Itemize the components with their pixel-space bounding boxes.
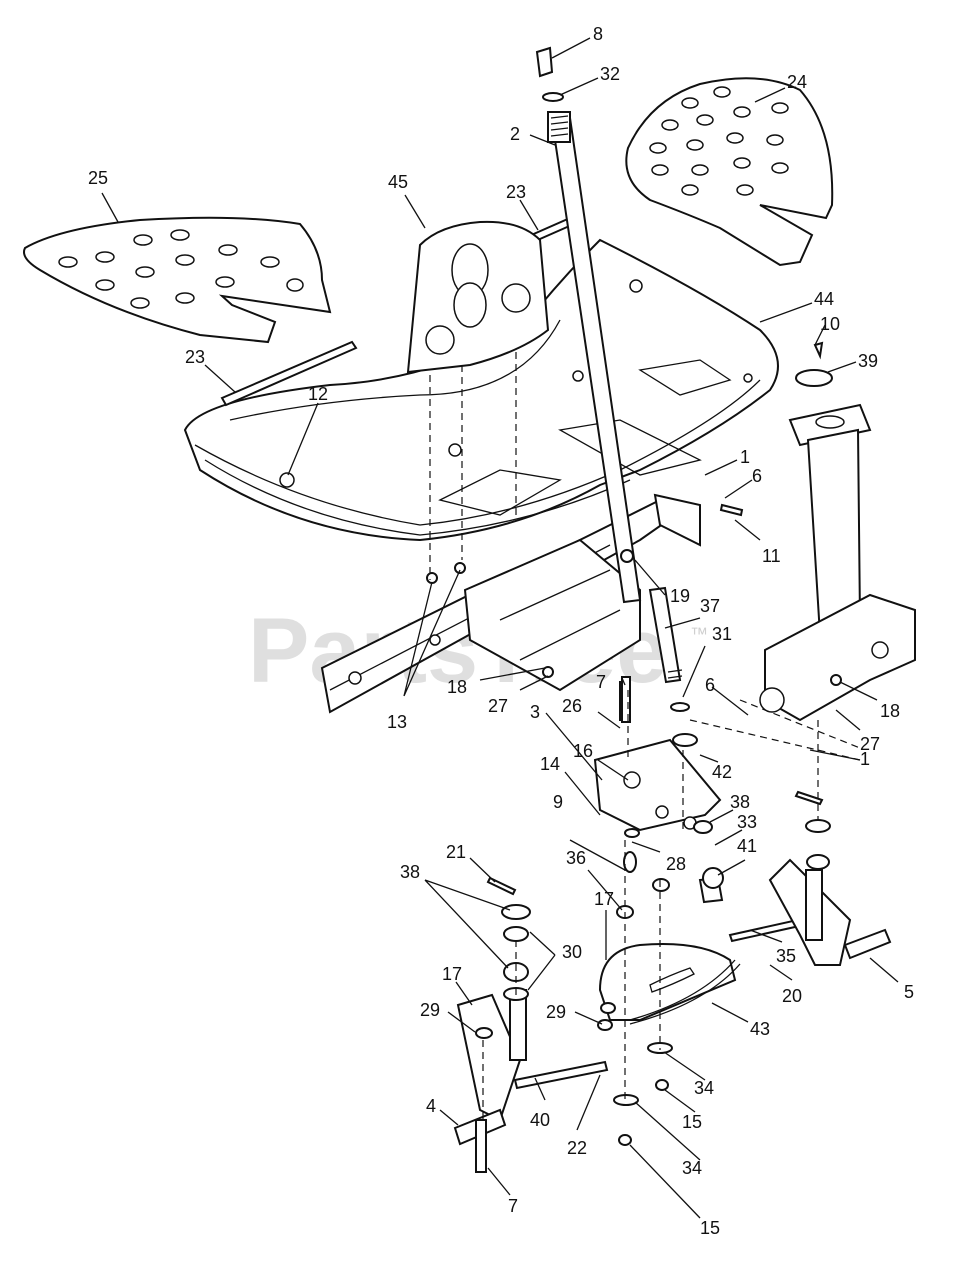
callout-28: 28 — [666, 854, 686, 874]
callout-40: 40 — [530, 1110, 550, 1130]
callout-15-lower: 15 — [700, 1218, 720, 1238]
callout-labels: 8 32 24 2 25 45 23 44 23 10 39 12 1 6 11… — [88, 24, 914, 1238]
callout-9: 9 — [553, 792, 563, 812]
callout-17-center: 17 — [594, 889, 614, 909]
callout-17-left: 17 — [442, 964, 462, 984]
callout-20: 20 — [782, 986, 802, 1006]
callout-25: 25 — [88, 168, 108, 188]
callout-16: 16 — [573, 741, 593, 761]
callout-45: 45 — [388, 172, 408, 192]
spindle-right — [768, 858, 892, 966]
watermark-trademark: ™ — [690, 624, 708, 644]
callout-10: 10 — [820, 314, 840, 334]
callout-5: 5 — [904, 982, 914, 1002]
callout-1-top: 1 — [740, 447, 750, 467]
callout-11: 11 — [762, 546, 781, 566]
hood-body — [183, 238, 779, 542]
callout-37: 37 — [700, 596, 720, 616]
callout-27-right: 27 — [860, 734, 880, 754]
assembly-lines — [429, 352, 861, 1120]
callout-8: 8 — [593, 24, 603, 44]
callout-19: 19 — [670, 586, 690, 606]
console-panel — [406, 220, 550, 374]
callout-39: 39 — [858, 351, 878, 371]
callout-24: 24 — [787, 72, 807, 92]
callout-23-top: 23 — [506, 182, 526, 202]
callout-27-left: 27 — [488, 696, 508, 716]
steering-support — [759, 341, 916, 722]
callout-31: 31 — [712, 624, 732, 644]
callout-4: 4 — [426, 1096, 436, 1116]
callout-44: 44 — [814, 289, 834, 309]
sector-gear — [598, 876, 741, 1025]
callout-7-top: 7 — [596, 672, 606, 692]
callout-18-left: 18 — [447, 677, 467, 697]
callout-43: 43 — [750, 1019, 770, 1039]
callout-38-left: 38 — [400, 862, 420, 882]
callout-18-right: 18 — [880, 701, 900, 721]
callout-14: 14 — [540, 754, 560, 774]
callout-23-left: 23 — [185, 347, 205, 367]
footrest-left — [23, 216, 332, 344]
callout-26: 26 — [562, 696, 582, 716]
callout-29-center: 29 — [546, 1002, 566, 1022]
callout-36: 36 — [566, 848, 586, 868]
callout-13: 13 — [387, 712, 407, 732]
callout-33: 33 — [737, 812, 757, 832]
spindle-left — [453, 989, 527, 1173]
callout-42: 42 — [712, 762, 732, 782]
callout-1-right: 1 — [860, 749, 870, 769]
callout-34-lower: 34 — [682, 1158, 702, 1178]
steering-shaft — [535, 46, 642, 604]
callout-7-bottom: 7 — [508, 1196, 518, 1216]
chassis-frame — [320, 493, 701, 714]
callout-22: 22 — [567, 1138, 587, 1158]
callout-34-upper: 34 — [694, 1078, 714, 1098]
leader-lines — [101, 37, 899, 1219]
callout-41: 41 — [737, 836, 757, 856]
callout-6-right: 6 — [705, 675, 715, 695]
callout-12: 12 — [308, 384, 328, 404]
callout-2: 2 — [510, 124, 520, 144]
footrest-right — [625, 77, 834, 267]
callout-38-right: 38 — [730, 792, 750, 812]
callout-35: 35 — [776, 946, 796, 966]
callout-3: 3 — [530, 702, 540, 722]
callout-6-top: 6 — [752, 466, 762, 486]
callout-32: 32 — [600, 64, 620, 84]
callout-21: 21 — [446, 842, 466, 862]
callout-15-upper: 15 — [682, 1112, 702, 1132]
callout-29-left: 29 — [420, 1000, 440, 1020]
callout-30: 30 — [562, 942, 582, 962]
